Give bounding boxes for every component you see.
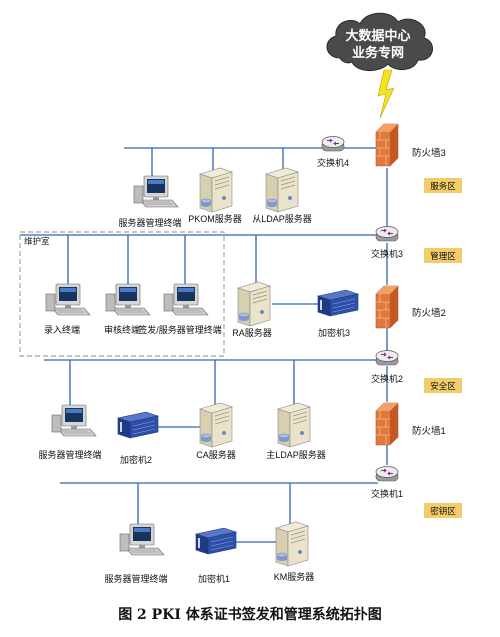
zone-security: 安全区 (424, 378, 462, 393)
svg-text:安全区: 安全区 (430, 381, 456, 391)
switch-1-label: 交换机1 (371, 488, 403, 499)
entry-terminal: 录入终端 (44, 283, 91, 335)
svg-text:密钥区: 密钥区 (430, 506, 456, 516)
switch-4-label: 交换机4 (317, 157, 349, 168)
svg-text:RA服务器: RA服务器 (232, 327, 272, 338)
encryptor-2: 加密机2 (117, 411, 159, 465)
firewall-3-label: 防火墙3 (412, 147, 446, 159)
firewall-1-label: 防火墙1 (412, 425, 446, 437)
svg-text:管理区: 管理区 (430, 251, 456, 261)
svg-text:加密机3: 加密机3 (318, 327, 350, 338)
svg-text:服务器管理终端: 服务器管理终端 (118, 217, 181, 228)
svg-text:KM服务器: KM服务器 (274, 571, 315, 582)
switch-2: 交换机2 (371, 350, 403, 384)
switch-2-label: 交换机2 (371, 373, 403, 384)
firewall-2: 防火墙2 (375, 285, 446, 329)
encryptor-3: 加密机3 (317, 289, 359, 338)
switch-1: 交换机1 (371, 466, 403, 499)
audit-terminal: 审核终端 (104, 283, 151, 335)
switch-4: 交换机4 (317, 136, 349, 168)
figure-caption: 图 2 PKI 体系证书签发和管理系统拓扑图 (118, 606, 382, 623)
server-mgmt-terminal-mid: 服务器管理终端 (38, 404, 102, 460)
encryptor-1: 加密机1 (195, 527, 237, 584)
svg-text:从LDAP服务器: 从LDAP服务器 (252, 213, 312, 224)
svg-text:签发/服务器管理终端: 签发/服务器管理终端 (138, 324, 222, 335)
issue-mgmt-terminal: 签发/服务器管理终端 (138, 283, 222, 335)
cloud: 大数据中心 业务专网 (326, 12, 433, 71)
firewall-2-label: 防火墙2 (412, 307, 446, 319)
master-ldap-server: 主LDAP服务器 (266, 402, 326, 460)
svg-text:PKOM服务器: PKOM服务器 (188, 213, 242, 224)
firewall-3: 防火墙3 (375, 123, 446, 167)
svg-text:审核终端: 审核终端 (104, 324, 140, 335)
km-server: KM服务器 (274, 521, 315, 582)
slave-ldap-server: 从LDAP服务器 (252, 167, 312, 224)
ra-server: RA服务器 (232, 281, 272, 338)
pkom-server: PKOM服务器 (188, 167, 242, 224)
firewall-1: 防火墙1 (375, 402, 446, 446)
maintenance-room-box (19, 231, 225, 357)
svg-text:服务器管理终端: 服务器管理终端 (104, 573, 167, 584)
svg-text:CA服务器: CA服务器 (196, 449, 236, 460)
switch-3: 交换机3 (371, 226, 403, 259)
cloud-line1: 大数据中心 (345, 28, 410, 44)
zone-management: 管理区 (424, 248, 462, 263)
ca-server: CA服务器 (196, 402, 236, 460)
zone-keystore: 密钥区 (424, 503, 462, 518)
cloud-line2: 业务专网 (352, 45, 404, 61)
zone-service: 服务区 (424, 178, 462, 193)
server-mgmt-terminal-bottom: 服务器管理终端 (104, 523, 168, 584)
svg-text:服务器管理终端: 服务器管理终端 (38, 449, 101, 460)
server-mgmt-terminal-top: 服务器管理终端 (118, 175, 182, 228)
svg-text:主LDAP服务器: 主LDAP服务器 (266, 449, 326, 460)
svg-text:录入终端: 录入终端 (44, 324, 80, 335)
svg-text:服务区: 服务区 (430, 181, 456, 191)
lightning-icon (377, 69, 395, 119)
svg-text:加密机2: 加密机2 (120, 454, 152, 465)
svg-text:加密机1: 加密机1 (198, 573, 230, 584)
maintenance-room-label: 维护室 (24, 236, 50, 247)
switch-3-label: 交换机3 (371, 248, 403, 259)
